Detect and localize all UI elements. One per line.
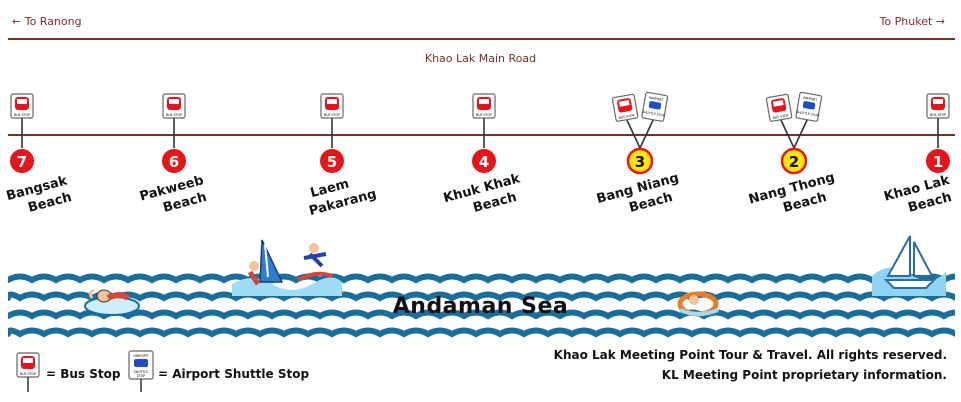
- bus-stop-sign-icon: BUS STOP: [320, 93, 344, 119]
- svg-text:BUS STOP: BUS STOP: [618, 113, 634, 120]
- footer-rights: Khao Lak Meeting Point Tour & Travel. Al…: [553, 348, 947, 362]
- sea-waves: [8, 270, 955, 340]
- svg-text:BUS STOP: BUS STOP: [476, 113, 492, 117]
- stop-number-circle: [626, 147, 654, 175]
- svg-text:BUS STOP: BUS STOP: [20, 372, 36, 376]
- stop-number: 5: [327, 153, 337, 171]
- stop-marker-1: BUS STOP 1: [926, 93, 950, 173]
- svg-text:AIRPORT: AIRPORT: [803, 96, 819, 103]
- svg-text:AIRPORT: AIRPORT: [649, 96, 665, 103]
- stop-marker-7: BUS STOP 7: [10, 93, 34, 173]
- bus-stop-sign-icon: BUS STOP: [162, 93, 186, 119]
- legend-bus-stop-icon: BUS STOP: [16, 352, 40, 392]
- svg-text:BUS STOP: BUS STOP: [14, 113, 30, 117]
- to-phuket-label: To Phuket →: [879, 15, 945, 28]
- wave-row: [8, 291, 955, 302]
- road-title: Khao Lak Main Road: [424, 52, 537, 65]
- stop-number: 6: [169, 153, 179, 171]
- wave-row: [8, 327, 955, 338]
- top-road-line: [8, 38, 955, 40]
- footer-proprietary: KL Meeting Point proprietary information…: [661, 368, 947, 382]
- bus-stop-sign-icon: BUS STOP: [765, 93, 793, 122]
- bus-stop-sign-icon: BUS STOP: [10, 93, 34, 119]
- svg-text:SHUTTLE: SHUTTLE: [134, 370, 148, 374]
- svg-text:BUS STOP: BUS STOP: [772, 113, 788, 120]
- stop-number-circle: [780, 147, 808, 175]
- stop-number-circle: [320, 149, 344, 173]
- svg-text:AIRPORT: AIRPORT: [133, 354, 149, 358]
- svg-text:STOP: STOP: [137, 374, 145, 378]
- stop-number-circle: [472, 149, 496, 173]
- sea-label: Andaman Sea: [392, 294, 569, 319]
- legend-bus-stop-label: = Bus Stop: [46, 367, 121, 381]
- stop-number: 4: [479, 153, 489, 171]
- stop-marker-4: BUS STOP 4: [472, 93, 496, 173]
- svg-text:BUS STOP: BUS STOP: [324, 113, 340, 117]
- windsurf-illustration: [232, 239, 342, 296]
- to-ranong-label: ← To Ranong: [12, 15, 82, 28]
- legend-airport-shuttle-icon: AIRPORT SHUTTLE STOP: [128, 350, 154, 392]
- stop-number: 1: [933, 153, 943, 171]
- svg-text:BUS STOP: BUS STOP: [930, 113, 946, 117]
- stop-marker-5: BUS STOP 5: [320, 93, 344, 173]
- airport-shuttle-sign-icon: AIRPORT SHUTTLE STOP: [795, 91, 823, 122]
- stop-marker-3: BUS STOP AIRPORT SHUTTLE STOP 3: [611, 91, 669, 175]
- wave-row: [8, 273, 955, 284]
- bus-stop-sign-icon: BUS STOP: [472, 93, 496, 119]
- bus-stop-sign-icon: BUS STOP: [611, 93, 639, 122]
- stop-number: 7: [17, 153, 27, 171]
- bus-stop-sign-icon: BUS STOP: [926, 93, 950, 119]
- svg-text:BUS STOP: BUS STOP: [166, 113, 182, 117]
- airport-shuttle-sign-icon: AIRPORT SHUTTLE STOP: [641, 91, 669, 122]
- stop-number: 3: [635, 153, 645, 171]
- svg-text:SHUTTLE STOP: SHUTTLE STOP: [642, 110, 665, 118]
- svg-text:SHUTTLE STOP: SHUTTLE STOP: [796, 110, 819, 118]
- wave-row: [8, 309, 955, 320]
- stop-number: 2: [789, 153, 799, 171]
- sailboat-illustration: [872, 235, 946, 296]
- stop-marker-2: BUS STOP AIRPORT SHUTTLE STOP 2: [765, 91, 823, 175]
- stop-number-circle: [162, 149, 186, 173]
- stop-number-circle: [10, 149, 34, 173]
- swim-ring-illustration: [677, 291, 719, 317]
- stop-number-circle: [926, 149, 950, 173]
- main-road-line: [8, 134, 955, 136]
- stop-marker-6: BUS STOP 6: [162, 93, 186, 173]
- swimmer-illustration: [84, 288, 140, 316]
- legend-airport-shuttle-label: = Airport Shuttle Stop: [158, 367, 310, 381]
